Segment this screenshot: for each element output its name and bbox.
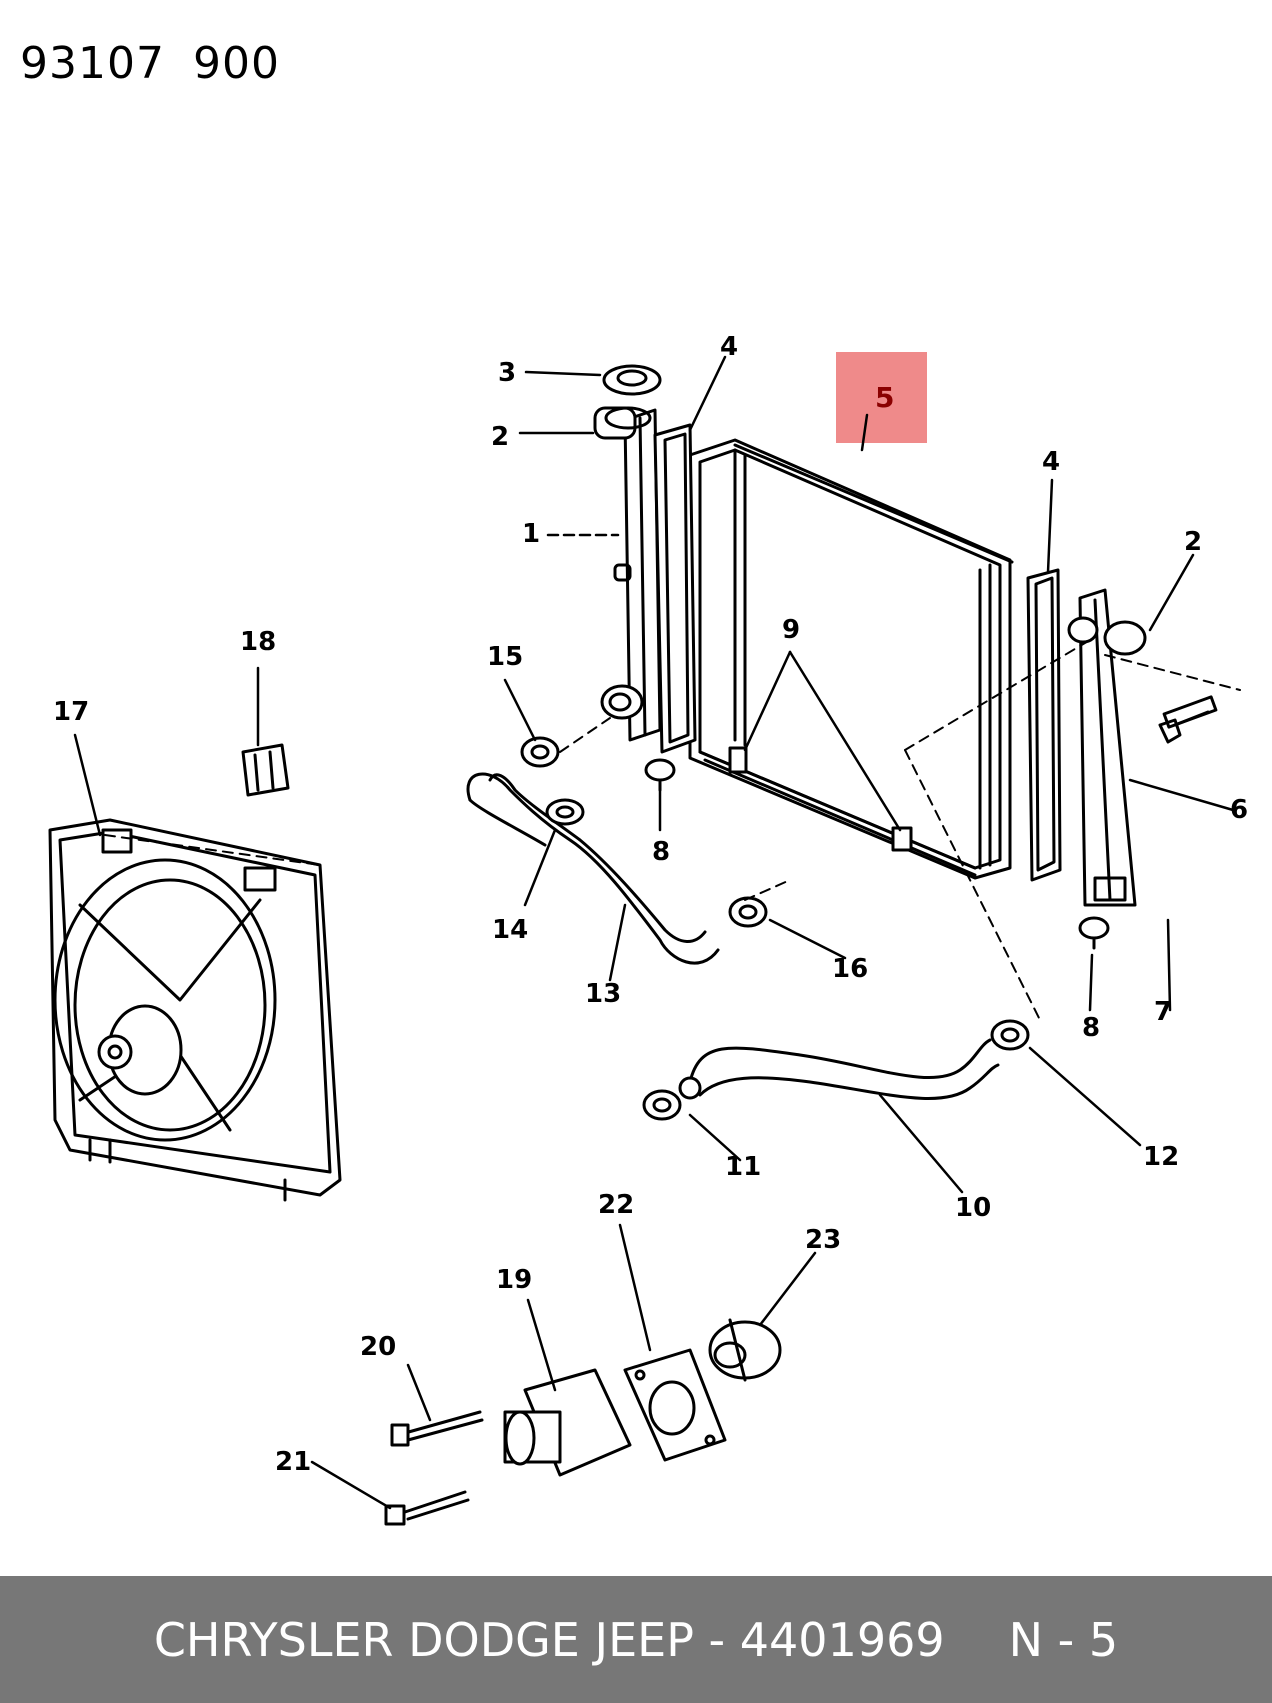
bolt-20[interactable]	[390, 1410, 484, 1447]
retainer-clip-left[interactable]	[728, 746, 748, 774]
fan-shroud[interactable]	[48, 818, 342, 1202]
callout-16[interactable]: 16	[832, 954, 868, 984]
callout-11[interactable]: 11	[725, 1152, 761, 1182]
radiator-core[interactable]	[688, 438, 1014, 880]
callout-21[interactable]: 21	[275, 1447, 311, 1477]
diagram-code-left: 93107	[20, 38, 165, 89]
callout-10[interactable]: 10	[955, 1193, 991, 1223]
callout-2-right[interactable]: 2	[1184, 527, 1202, 557]
footer-bar: CHRYSLER DODGE JEEP - 4401969 N - 5	[0, 1576, 1272, 1703]
callout-17[interactable]: 17	[53, 697, 89, 727]
upper-hose[interactable]	[466, 772, 720, 965]
callout-8-left[interactable]: 8	[652, 837, 670, 867]
callout-8-right[interactable]: 8	[1082, 1013, 1100, 1043]
hose-clamp-14[interactable]	[545, 798, 585, 826]
isolator-right[interactable]	[1078, 916, 1110, 950]
lower-hose[interactable]	[678, 1038, 1000, 1100]
bolt-21[interactable]	[384, 1490, 470, 1526]
callout-12[interactable]: 12	[1143, 1142, 1179, 1172]
thermostat[interactable]	[708, 1318, 782, 1382]
fan-clip[interactable]	[241, 743, 290, 797]
hose-clamp-12[interactable]	[990, 1019, 1030, 1051]
left-tank[interactable]	[593, 406, 662, 742]
diagram-code-right: 900	[192, 38, 280, 89]
parts-diagram: 1 2 2 3 4 4 5 6 7 8 8 9 10 11 12 13 14 1…	[48, 332, 1248, 1526]
part-5-highlight[interactable]	[836, 352, 927, 443]
callout-7[interactable]: 7	[1154, 997, 1172, 1027]
pressure-cap[interactable]	[602, 364, 662, 396]
footer-brand: CHRYSLER DODGE JEEP - 4401969	[153, 1612, 945, 1667]
thermostat-housing[interactable]	[503, 1368, 632, 1477]
callout-6[interactable]: 6	[1230, 795, 1248, 825]
right-gasket[interactable]	[1026, 568, 1062, 882]
callout-23[interactable]: 23	[805, 1225, 841, 1255]
diagram-code: 93107 900	[20, 38, 308, 89]
callout-4-left[interactable]: 4	[720, 332, 738, 362]
callout-1[interactable]: 1	[522, 519, 540, 549]
right-tank[interactable]	[1067, 588, 1147, 907]
footer-page: N - 5	[1008, 1612, 1119, 1667]
hose-clamp-15[interactable]	[520, 736, 560, 768]
hose-clamp-16[interactable]	[728, 896, 768, 928]
callout-5[interactable]: 5	[875, 381, 894, 414]
callout-18[interactable]: 18	[240, 627, 276, 657]
mounting-bolt[interactable]	[1173, 710, 1210, 727]
retainer-clip-right[interactable]	[891, 826, 913, 852]
hose-clamp-11[interactable]	[642, 1089, 682, 1121]
isolator-left[interactable]	[644, 758, 676, 792]
callout-15[interactable]: 15	[487, 642, 523, 672]
left-gasket[interactable]	[653, 423, 697, 754]
callout-9[interactable]: 9	[782, 615, 800, 645]
callout-4-right[interactable]: 4	[1042, 447, 1060, 477]
callout-3[interactable]: 3	[498, 358, 516, 388]
callout-13[interactable]: 13	[585, 979, 621, 1009]
callout-19[interactable]: 19	[496, 1265, 532, 1295]
housing-gasket[interactable]	[623, 1348, 727, 1462]
callout-14[interactable]: 14	[492, 915, 528, 945]
callout-22[interactable]: 22	[598, 1190, 634, 1220]
callout-20[interactable]: 20	[360, 1332, 396, 1362]
callout-2-left[interactable]: 2	[491, 422, 509, 452]
